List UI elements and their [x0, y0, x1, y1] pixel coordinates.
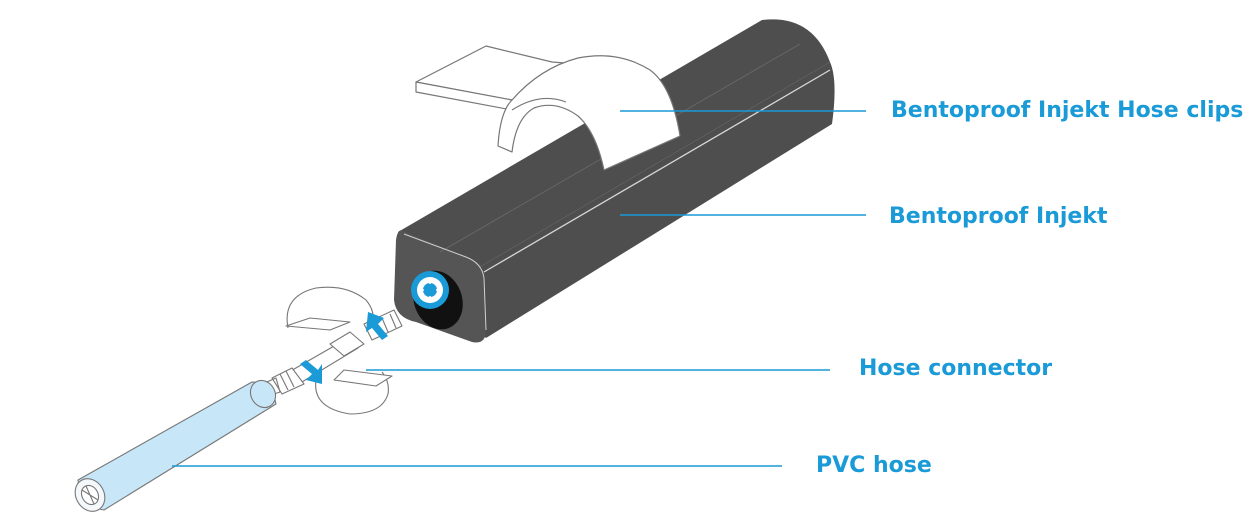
port-inner — [423, 283, 437, 297]
connector-nut — [329, 331, 365, 357]
connector-wing-lower-flap — [333, 369, 393, 387]
label-hose-clips: Bentoproof Injekt Hose clips — [891, 98, 1244, 123]
label-hose-connector: Hose connector — [859, 356, 1053, 381]
hose-body — [77, 381, 277, 511]
connector-wing-upper — [286, 286, 374, 329]
port-slits — [417, 277, 443, 303]
clip-arch-inner — [511, 97, 567, 111]
connector-wing-upper-flap — [285, 317, 351, 331]
bar-side-face — [477, 62, 835, 338]
connector-wing-lower — [315, 371, 389, 415]
arrow-upper-icon — [366, 312, 388, 340]
label-pvc-hose: PVC hose — [816, 453, 932, 478]
pvc-hose — [74, 379, 277, 512]
hose-far-end — [249, 379, 277, 409]
hose-clip — [415, 45, 681, 171]
clip-arch — [497, 55, 681, 171]
arrow-lower-icon — [300, 360, 322, 384]
connector-barb-lines — [279, 370, 295, 391]
label-bentoproof-injekt: Bentoproof Injekt — [889, 204, 1108, 229]
bar-edge-line — [483, 69, 831, 273]
hose-connector — [261, 286, 403, 415]
hose-near-end-marks — [81, 485, 99, 505]
bar-end-outline — [403, 233, 487, 331]
connector-thread-upper — [363, 309, 403, 341]
